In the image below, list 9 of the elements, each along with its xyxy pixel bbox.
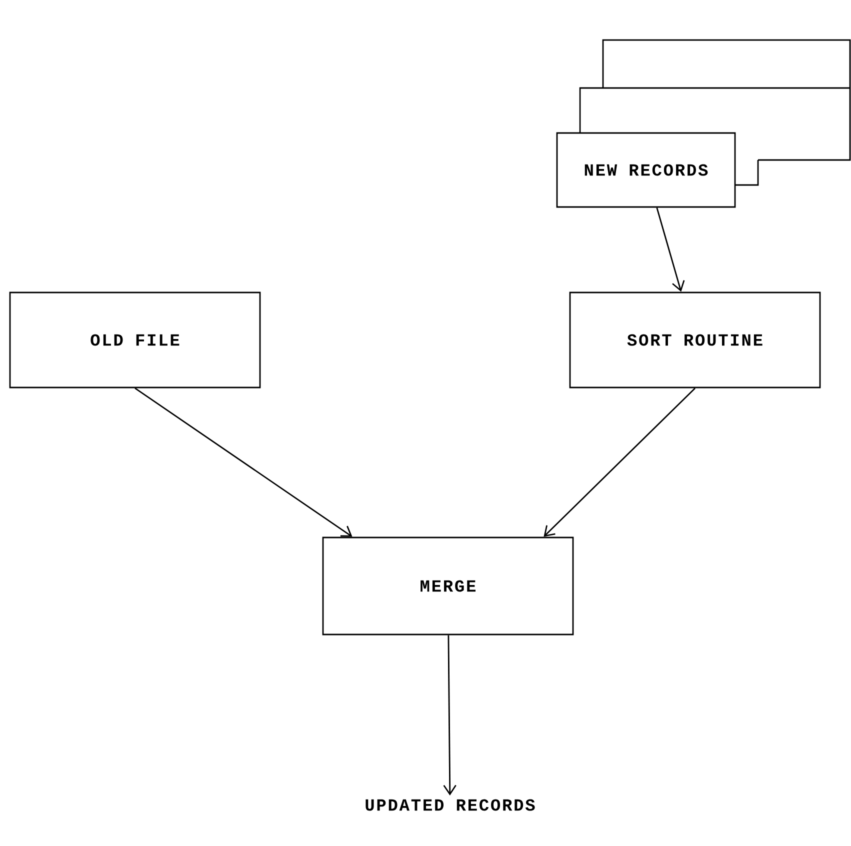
arrow: [443, 635, 456, 796]
arrow: [544, 388, 696, 537]
arrow: [656, 208, 685, 292]
process-box: NEW RECORDS: [556, 132, 736, 208]
process-box: SORT ROUTINE: [569, 292, 821, 388]
process-box: OLD FILE: [9, 292, 261, 388]
process-box: MERGE: [322, 536, 574, 636]
output-label: UPDATED RECORDS: [366, 799, 535, 811]
arrow: [134, 388, 352, 537]
